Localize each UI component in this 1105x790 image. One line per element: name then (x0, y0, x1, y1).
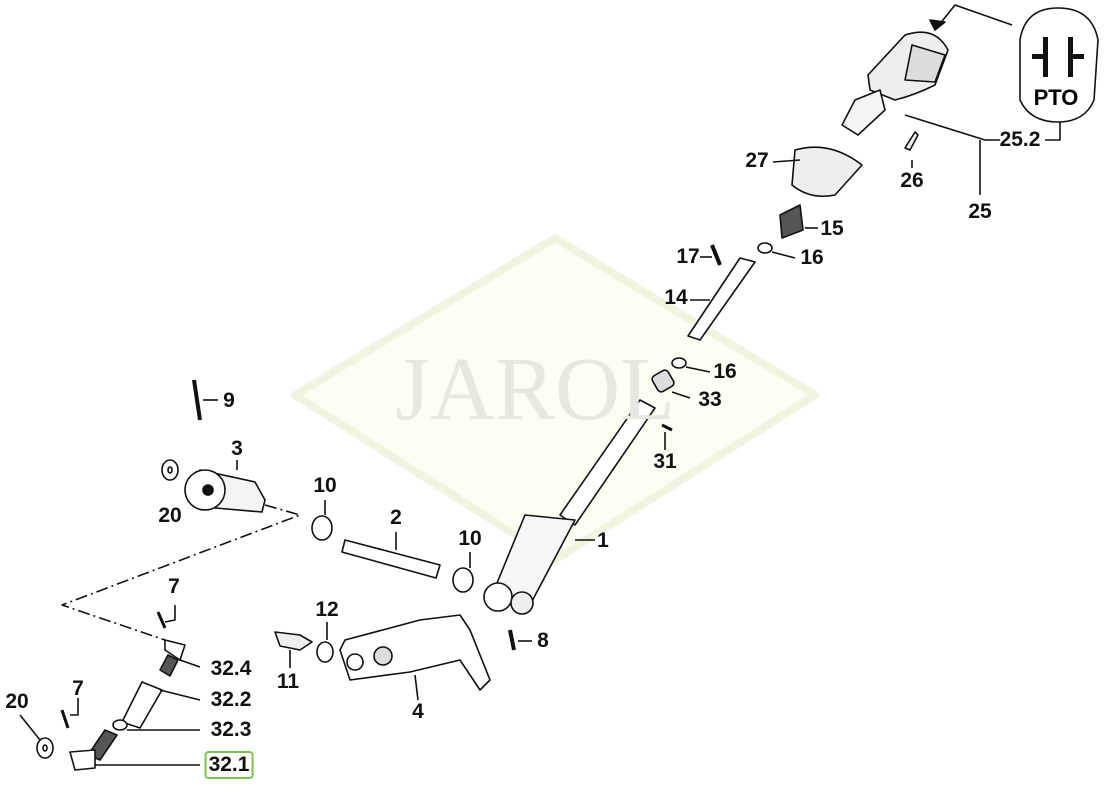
callout-7[interactable]: 7 (168, 575, 180, 598)
callout-16[interactable]: 16 (800, 246, 824, 269)
callout-14[interactable]: 14 (664, 286, 688, 309)
callout-4[interactable]: 4 (412, 700, 424, 723)
callout-8[interactable]: 8 (537, 629, 549, 652)
watermark-diamond (291, 234, 819, 564)
callout-33[interactable]: 33 (698, 388, 722, 411)
callout-27[interactable]: 27 (745, 149, 769, 172)
callout-10[interactable]: 10 (313, 474, 337, 497)
callout-16-lower[interactable]: 16 (713, 360, 737, 383)
callout-17[interactable]: 17 (676, 245, 700, 268)
callout-32-3[interactable]: 32.3 (210, 718, 252, 741)
callout-10-right[interactable]: 10 (458, 527, 482, 550)
callout-15[interactable]: 15 (820, 217, 844, 240)
callout-20-lower[interactable]: 20 (5, 690, 29, 713)
callout-31[interactable]: 31 (653, 450, 677, 473)
pto-clutch-icon (1032, 37, 1084, 77)
callout-32-4[interactable]: 32.4 (210, 657, 252, 680)
callout-32-2[interactable]: 32.2 (210, 688, 252, 711)
callout-2[interactable]: 2 (390, 506, 402, 529)
callout-25-2[interactable]: 25.2 (999, 128, 1041, 151)
callout-25[interactable]: 25 (968, 200, 992, 223)
callout-1[interactable]: 1 (597, 529, 609, 552)
pto-knob-part (841, 31, 949, 136)
callout-32-1-selected[interactable]: 32.1 (204, 751, 254, 779)
callout-3[interactable]: 3 (231, 437, 243, 460)
callout-9[interactable]: 9 (223, 389, 235, 412)
callout-26[interactable]: 26 (900, 169, 924, 192)
callout-11[interactable]: 11 (276, 670, 300, 693)
callout-20[interactable]: 20 (158, 504, 182, 527)
callout-7-lower[interactable]: 7 (72, 677, 84, 700)
pto-label: PTO (1033, 85, 1079, 110)
callout-12[interactable]: 12 (315, 598, 339, 621)
